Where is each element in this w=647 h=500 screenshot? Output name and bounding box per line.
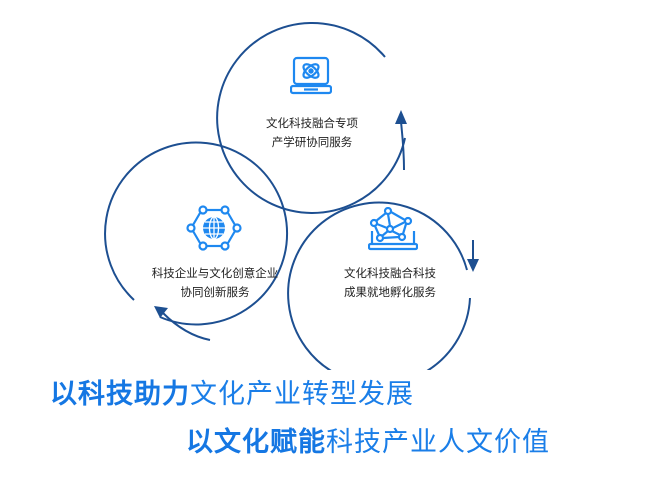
network-laptop-icon	[368, 207, 418, 251]
right-circle-label: 文化科技融合科技 成果就地孵化服务	[330, 264, 450, 302]
left-circle-label: 科技企业与文化创意企业 协同创新服务	[140, 264, 290, 302]
top-circle-label: 文化科技融合专项 产学研协同服务	[252, 114, 372, 152]
slogan-line-2: 以文化赋能科技产业人文价值	[186, 420, 550, 459]
top-circle-ring	[216, 21, 406, 214]
atom-laptop-icon	[290, 56, 332, 95]
left-circle-line-1: 科技企业与文化创意企业	[151, 266, 279, 280]
slogan-2-bold: 以文化赋能	[186, 427, 326, 458]
right-circle-ring	[287, 201, 471, 370]
slogan-1-bold: 以科技助力	[50, 379, 190, 410]
slogan-2-normal: 科技产业人文价值	[326, 427, 550, 458]
top-circle-line-1: 文化科技融合专项	[266, 116, 358, 130]
arrow-down-icon	[467, 259, 479, 272]
slogan-1-normal: 文化产业转型发展	[190, 379, 414, 410]
right-circle-line-1: 文化科技融合科技	[344, 266, 436, 280]
arrow-left-up-icon	[154, 306, 168, 318]
slogan-line-1: 以科技助力文化产业转型发展	[50, 372, 414, 411]
arrow-up-icon	[395, 110, 407, 124]
right-circle-line-2: 成果就地孵化服务	[344, 285, 436, 299]
top-circle-line-2: 产学研协同服务	[271, 135, 353, 149]
three-circle-venn-diagram	[104, 21, 479, 370]
left-circle-ring	[104, 141, 289, 326]
globe-network-icon	[186, 205, 242, 251]
left-circle-line-2: 协同创新服务	[180, 285, 250, 299]
